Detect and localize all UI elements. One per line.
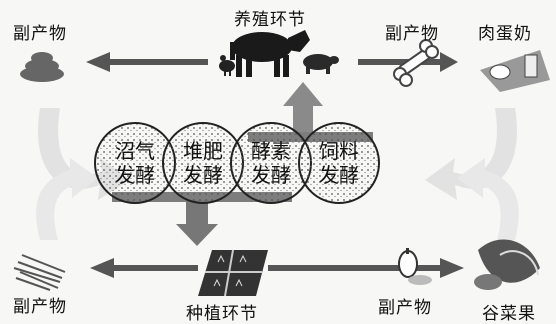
planting-stage-label: 种植环节	[186, 304, 258, 324]
compost-line1: 堆肥	[183, 139, 223, 163]
pig-icon	[303, 54, 339, 74]
arrow-planting-to-byproduct-right	[268, 258, 464, 278]
byproduct-bottom-left-label: 副产物	[13, 297, 67, 317]
byproduct-top-right-label: 副产物	[385, 24, 439, 44]
breeding-stage-label: 养殖环节	[234, 10, 306, 30]
byproduct-bottom-right-label: 副产物	[378, 298, 432, 318]
byproduct-top-left-label: 副产物	[13, 24, 67, 44]
straw-icon	[13, 254, 66, 291]
biogas-line2: 发酵	[115, 163, 155, 187]
chicken-icon	[219, 55, 235, 76]
enzyme-line1: 酵素	[251, 139, 291, 163]
feed-fermentation-circle	[298, 122, 380, 204]
left-lower-arrow	[36, 158, 98, 240]
biogas-fermentation-text: 沼气 发酵	[104, 139, 166, 187]
arrow-breeding-to-byproduct-left	[86, 52, 208, 72]
enzyme-line2: 发酵	[251, 163, 291, 187]
vegetables-icon	[474, 239, 540, 290]
arrow-up-to-breeding	[283, 82, 323, 133]
cow-icon	[230, 30, 310, 77]
bone-icon	[393, 39, 439, 87]
compost-fermentation-text: 堆肥 发酵	[172, 139, 234, 187]
fermentation-circles	[94, 122, 380, 204]
feed-line2: 发酵	[319, 163, 359, 187]
right-lower-arrow	[457, 158, 519, 240]
feed-fermentation-text: 饲料 发酵	[308, 139, 370, 187]
field-icon	[198, 249, 268, 297]
biogas-line1: 沼气	[115, 139, 155, 163]
enzyme-fermentation-text: 酵素 发酵	[240, 139, 302, 187]
compost-line2: 发酵	[183, 163, 223, 187]
meat-egg-milk-icon	[480, 50, 550, 92]
grain-veg-fruit-label: 谷菜果	[482, 304, 536, 324]
apple-core-icon	[398, 248, 432, 285]
arrow-planting-to-byproduct-left	[90, 258, 198, 278]
meat-egg-milk-label: 肉蛋奶	[478, 24, 532, 44]
manure-icon	[20, 52, 64, 82]
feed-line1: 饲料	[319, 139, 359, 163]
